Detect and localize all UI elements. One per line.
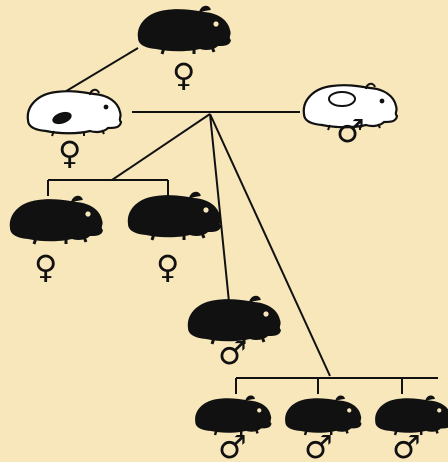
pedigree-lines (47, 47, 438, 394)
white-male-parent (302, 82, 399, 132)
female-symbol-offspring-1: ♀ (34, 248, 57, 286)
male-symbol-offspring-3: ♂ (392, 428, 421, 462)
male-symbol-offspring-single: ♂ (218, 334, 247, 372)
white-female-parent (26, 88, 123, 138)
black-female-parent (136, 5, 233, 56)
black-female-offspring-2 (126, 191, 223, 242)
male-symbol-parent-white: ♂ (336, 112, 365, 150)
female-symbol-parent-white: ♀ (58, 134, 81, 172)
female-symbol-parent-black: ♀ (172, 56, 195, 94)
black-female-offspring-1 (8, 195, 105, 246)
male-symbol-offspring-1: ♂ (218, 428, 247, 462)
female-symbol-offspring-2: ♀ (156, 248, 179, 286)
male-symbol-offspring-2: ♂ (304, 428, 333, 462)
